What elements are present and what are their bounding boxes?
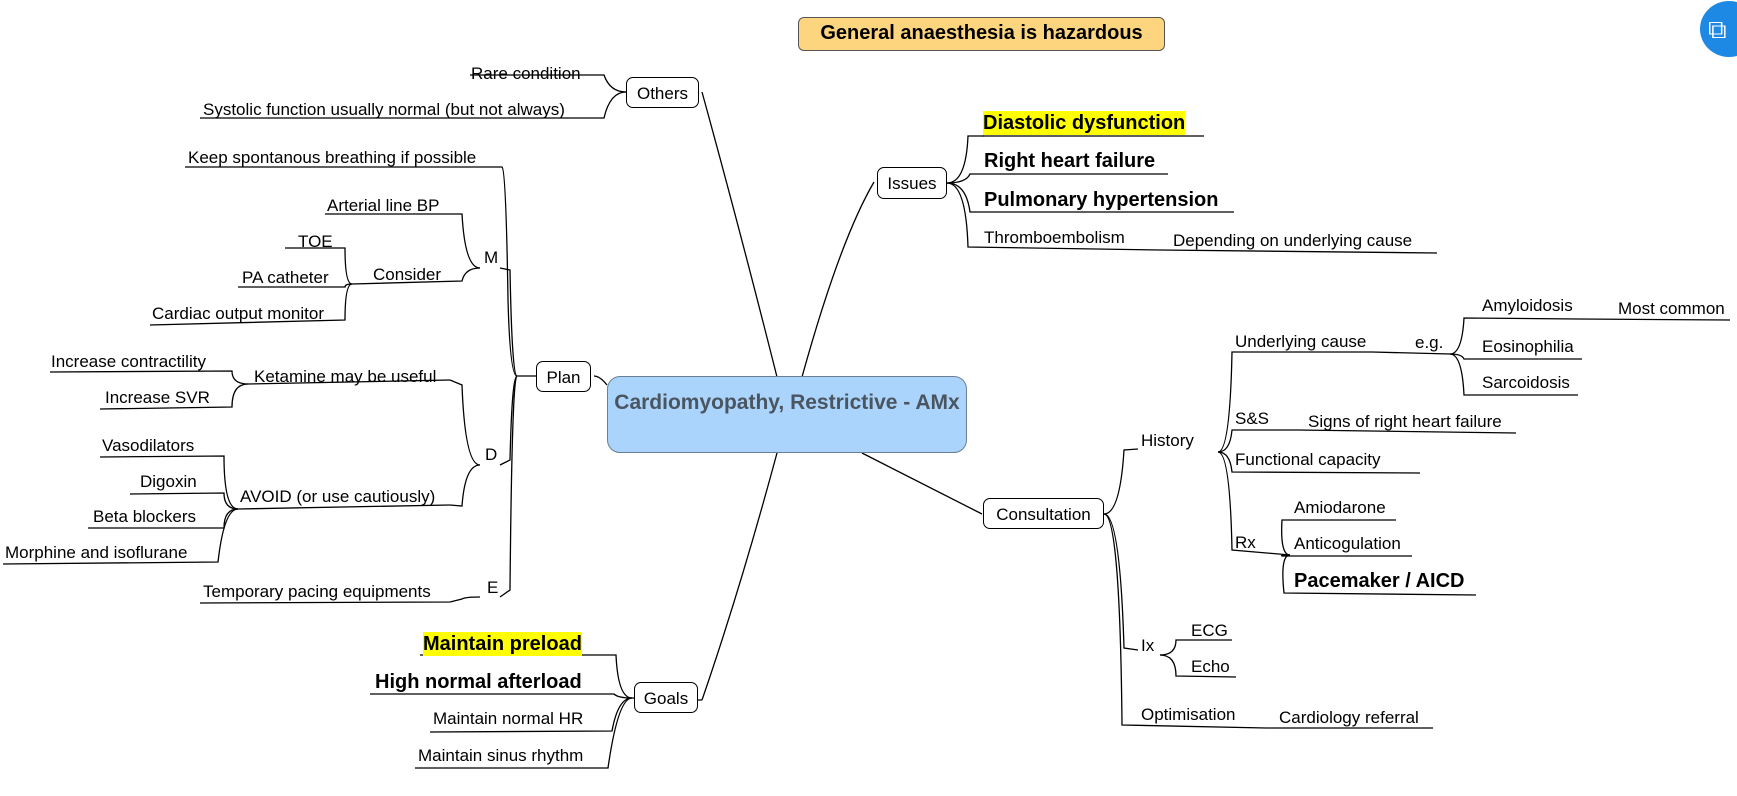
consult-echo: Echo: [1191, 657, 1230, 676]
plan-pacing: Temporary pacing equipments: [203, 582, 431, 601]
goal-sinus-rhythm: Maintain sinus rhythm: [418, 746, 584, 765]
consult-sarcoidosis: Sarcoidosis: [1482, 373, 1570, 392]
issue-thromboembolism: Thromboembolism: [984, 228, 1125, 247]
plan-cardiac-output: Cardiac output monitor: [152, 304, 324, 323]
consult-history: History: [1141, 431, 1194, 450]
goal-maintain-preload: Maintain preload: [423, 632, 582, 656]
consult-amiodarone: Amiodarone: [1294, 498, 1386, 517]
node-plan[interactable]: Plan: [536, 361, 591, 392]
plan-pa-catheter: PA catheter: [242, 268, 329, 287]
plan-beta-blockers: Beta blockers: [93, 507, 196, 526]
consult-underlying-cause: Underlying cause: [1235, 332, 1367, 351]
consult-eosinophilia: Eosinophilia: [1482, 337, 1574, 356]
plan-arterial-line: Arterial line BP: [327, 196, 440, 215]
consult-amyloidosis: Amyloidosis: [1482, 296, 1573, 315]
plan-digoxin: Digoxin: [140, 472, 197, 491]
consult-cardiology-referral: Cardiology referral: [1279, 708, 1419, 727]
plan-m: M: [484, 248, 499, 267]
issue-thrombo-note: Depending on underlying cause: [1173, 231, 1413, 250]
others-systolic-function: Systolic function usually normal (but no…: [203, 100, 565, 119]
consult-most-common: Most common: [1618, 299, 1725, 318]
consult-ss: S&S: [1235, 409, 1270, 428]
plan-avoid: AVOID (or use cautiously): [240, 487, 436, 506]
consult-eg: e.g.: [1415, 333, 1444, 352]
plan-e: E: [487, 578, 499, 597]
plan-d: D: [485, 445, 498, 464]
consult-rx: Rx: [1235, 533, 1256, 552]
consult-functional-capacity: Functional capacity: [1235, 450, 1381, 469]
goal-normal-hr: Maintain normal HR: [433, 709, 584, 728]
issue-diastolic-dysfunction: Diastolic dysfunction: [983, 111, 1186, 135]
node-others[interactable]: Others: [626, 77, 699, 108]
consult-ecg: ECG: [1191, 621, 1228, 640]
consult-anticoagulation: Anticogulation: [1294, 534, 1401, 553]
consult-pacemaker: Pacemaker / AICD: [1294, 570, 1465, 592]
plan-ketamine: Ketamine may be useful: [254, 367, 437, 386]
plan-keep-breathing: Keep spontanous breathing if possible: [188, 148, 477, 167]
plan-vasodilators: Vasodilators: [102, 436, 195, 455]
central-topic[interactable]: Cardiomyopathy, Restrictive - AMx: [607, 376, 967, 453]
plan-increase-svr: Increase SVR: [105, 388, 210, 407]
node-consultation[interactable]: Consultation: [983, 498, 1104, 529]
plan-increase-contractility: Increase contractility: [51, 352, 206, 371]
goal-high-normal-afterload: High normal afterload: [375, 671, 582, 693]
consult-optimisation: Optimisation: [1141, 705, 1236, 724]
consult-signs-rhf: Signs of right heart failure: [1308, 412, 1502, 431]
general-anaesthesia-callout: General anaesthesia is hazardous: [798, 17, 1165, 51]
others-rare-condition: Rare condition: [471, 64, 581, 83]
plan-consider: Consider: [373, 265, 442, 284]
plan-morphine: Morphine and isoflurane: [5, 543, 188, 562]
plan-toe: TOE: [298, 232, 333, 251]
issue-pulmonary-hypertension: Pulmonary hypertension: [984, 189, 1219, 211]
node-goals[interactable]: Goals: [634, 682, 698, 713]
consult-ix: Ix: [1141, 636, 1155, 655]
node-issues[interactable]: Issues: [877, 167, 947, 199]
issue-right-heart-failure: Right heart failure: [984, 150, 1156, 172]
